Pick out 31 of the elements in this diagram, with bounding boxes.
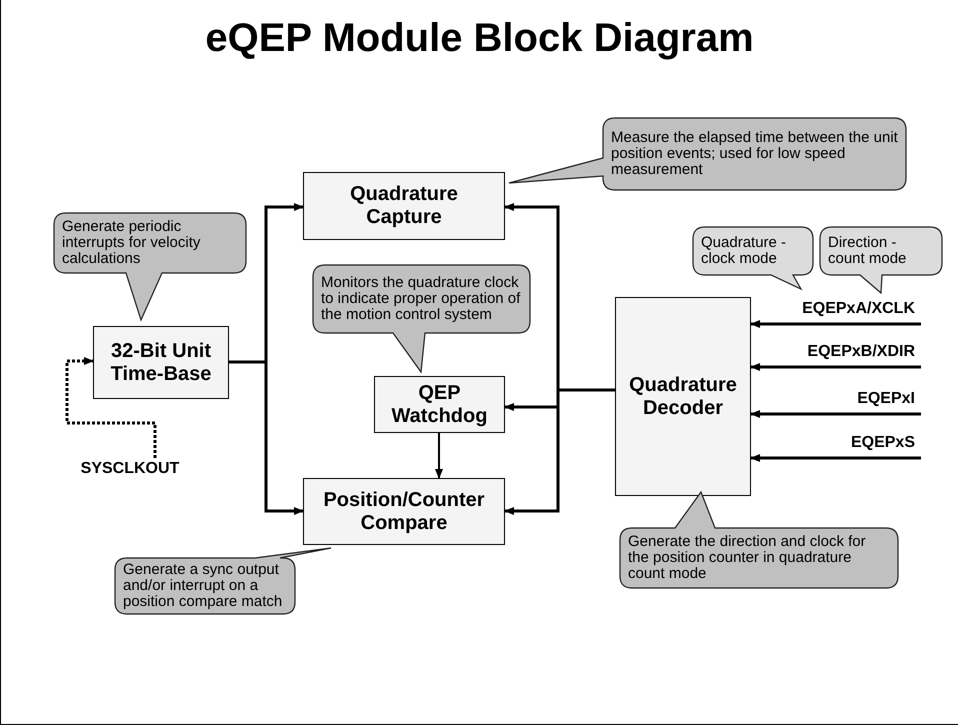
callout-text: Direction - count mode bbox=[828, 235, 908, 267]
callout-bubble bbox=[820, 227, 942, 293]
block-box: Quadrature Decoder bbox=[615, 297, 751, 496]
callout-bubble bbox=[620, 492, 898, 588]
arrow bbox=[750, 454, 921, 462]
diagram-title: eQEP Module Block Diagram bbox=[204, 15, 755, 62]
block-box: Quadrature Capture bbox=[303, 172, 505, 240]
callout-text: Generate periodic interrupts for velocity calculations bbox=[62, 219, 202, 267]
arrow bbox=[750, 363, 921, 371]
dotted-arrow bbox=[66, 357, 156, 458]
signal-label: EQEPxB/XDIR bbox=[807, 343, 915, 361]
arrow bbox=[750, 410, 921, 418]
block-box: QEP Watchdog bbox=[374, 376, 505, 433]
arrow bbox=[435, 433, 443, 479]
block-box: 32-Bit Unit Time-Base bbox=[93, 326, 229, 399]
callout-bubble bbox=[693, 227, 813, 289]
signal-label: SYSCLKOUT bbox=[75, 458, 185, 480]
callout-bubble bbox=[115, 548, 331, 614]
callout-text: Measure the elapsed time between the unit position events; used for low speed measurement bbox=[611, 130, 898, 178]
callout-text: Generate a sync output and/or interrupt on a position compare match bbox=[123, 562, 284, 610]
callout-bubble bbox=[313, 265, 530, 372]
callout-bubble bbox=[54, 213, 246, 320]
callout-bubble bbox=[509, 118, 906, 190]
signal-label: EQEPxI bbox=[857, 390, 915, 408]
arrow bbox=[750, 320, 921, 328]
signal-label: EQEPxA/XCLK bbox=[802, 300, 915, 318]
callout-text: Monitors the quadrature clock to indicate proper operation of the motion control system bbox=[321, 275, 522, 323]
callout-text: Quadrature - clock mode bbox=[701, 235, 788, 267]
callout-text: Generate the direction and clock for the position counter in quadrature count mode bbox=[628, 534, 867, 582]
block-box: Position/Counter Compare bbox=[303, 478, 505, 545]
signal-label: EQEPxS bbox=[850, 434, 915, 452]
